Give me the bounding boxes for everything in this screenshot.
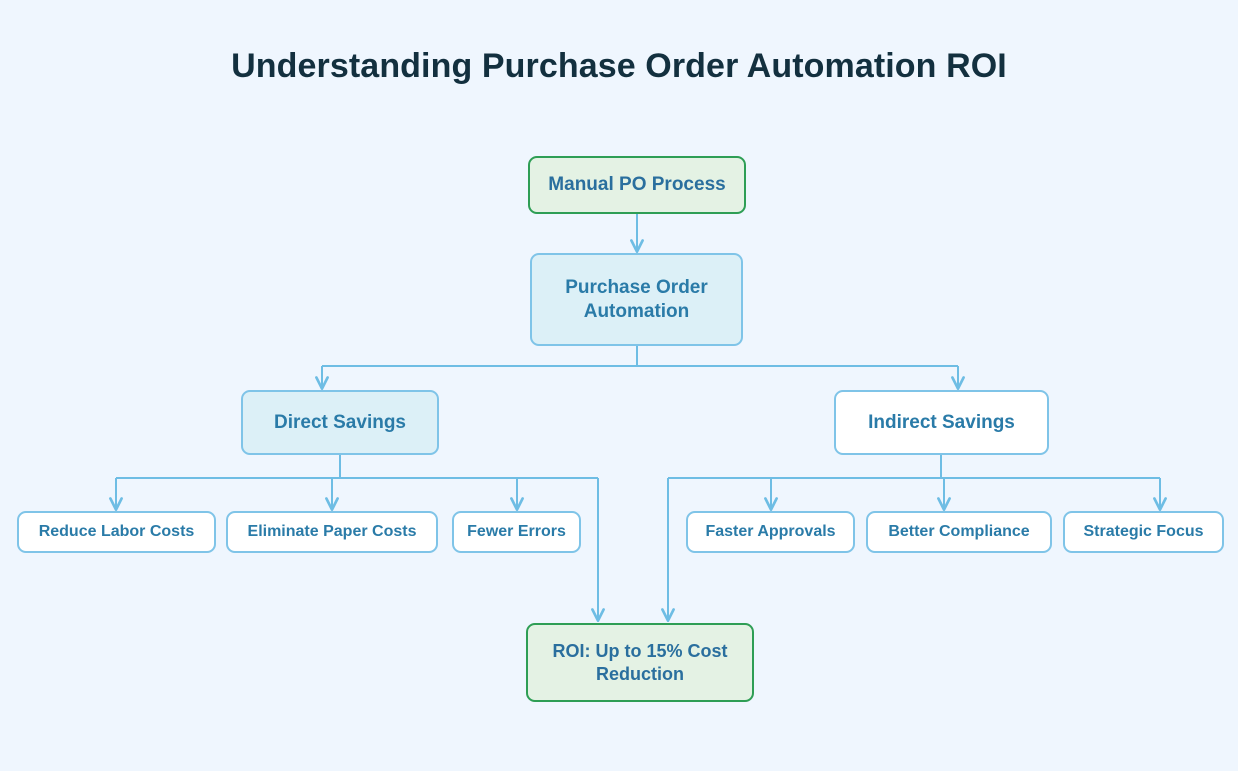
node-label: Indirect Savings (868, 411, 1015, 433)
node-label: Direct Savings (274, 411, 406, 433)
node-label: Reduce Labor Costs (38, 523, 195, 540)
node-faster-approvals[interactable]: Faster Approvals (686, 511, 855, 553)
node-label: Strategic Focus (1083, 523, 1204, 540)
node-purchase-order-automation[interactable]: Purchase Order Automation (530, 253, 743, 346)
node-label: Better Compliance (888, 523, 1030, 540)
node-label: Eliminate Paper Costs (247, 523, 417, 540)
node-label: Fewer Errors (467, 523, 566, 540)
node-roi-cost-reduction[interactable]: ROI: Up to 15% Cost Reduction (526, 623, 754, 702)
node-indirect-savings[interactable]: Indirect Savings (834, 390, 1049, 455)
node-eliminate-paper-costs[interactable]: Eliminate Paper Costs (226, 511, 438, 553)
node-fewer-errors[interactable]: Fewer Errors (452, 511, 581, 553)
node-reduce-labor-costs[interactable]: Reduce Labor Costs (17, 511, 216, 553)
node-label: ROI: Up to 15% Cost Reduction (552, 641, 728, 684)
node-label: Purchase Order Automation (565, 276, 708, 322)
node-manual-po-process[interactable]: Manual PO Process (528, 156, 746, 214)
node-label: Faster Approvals (705, 523, 836, 540)
node-label: Manual PO Process (548, 174, 726, 196)
page-title: Understanding Purchase Order Automation … (231, 47, 1007, 85)
node-direct-savings[interactable]: Direct Savings (241, 390, 439, 455)
node-better-compliance[interactable]: Better Compliance (866, 511, 1052, 553)
node-strategic-focus[interactable]: Strategic Focus (1063, 511, 1224, 553)
